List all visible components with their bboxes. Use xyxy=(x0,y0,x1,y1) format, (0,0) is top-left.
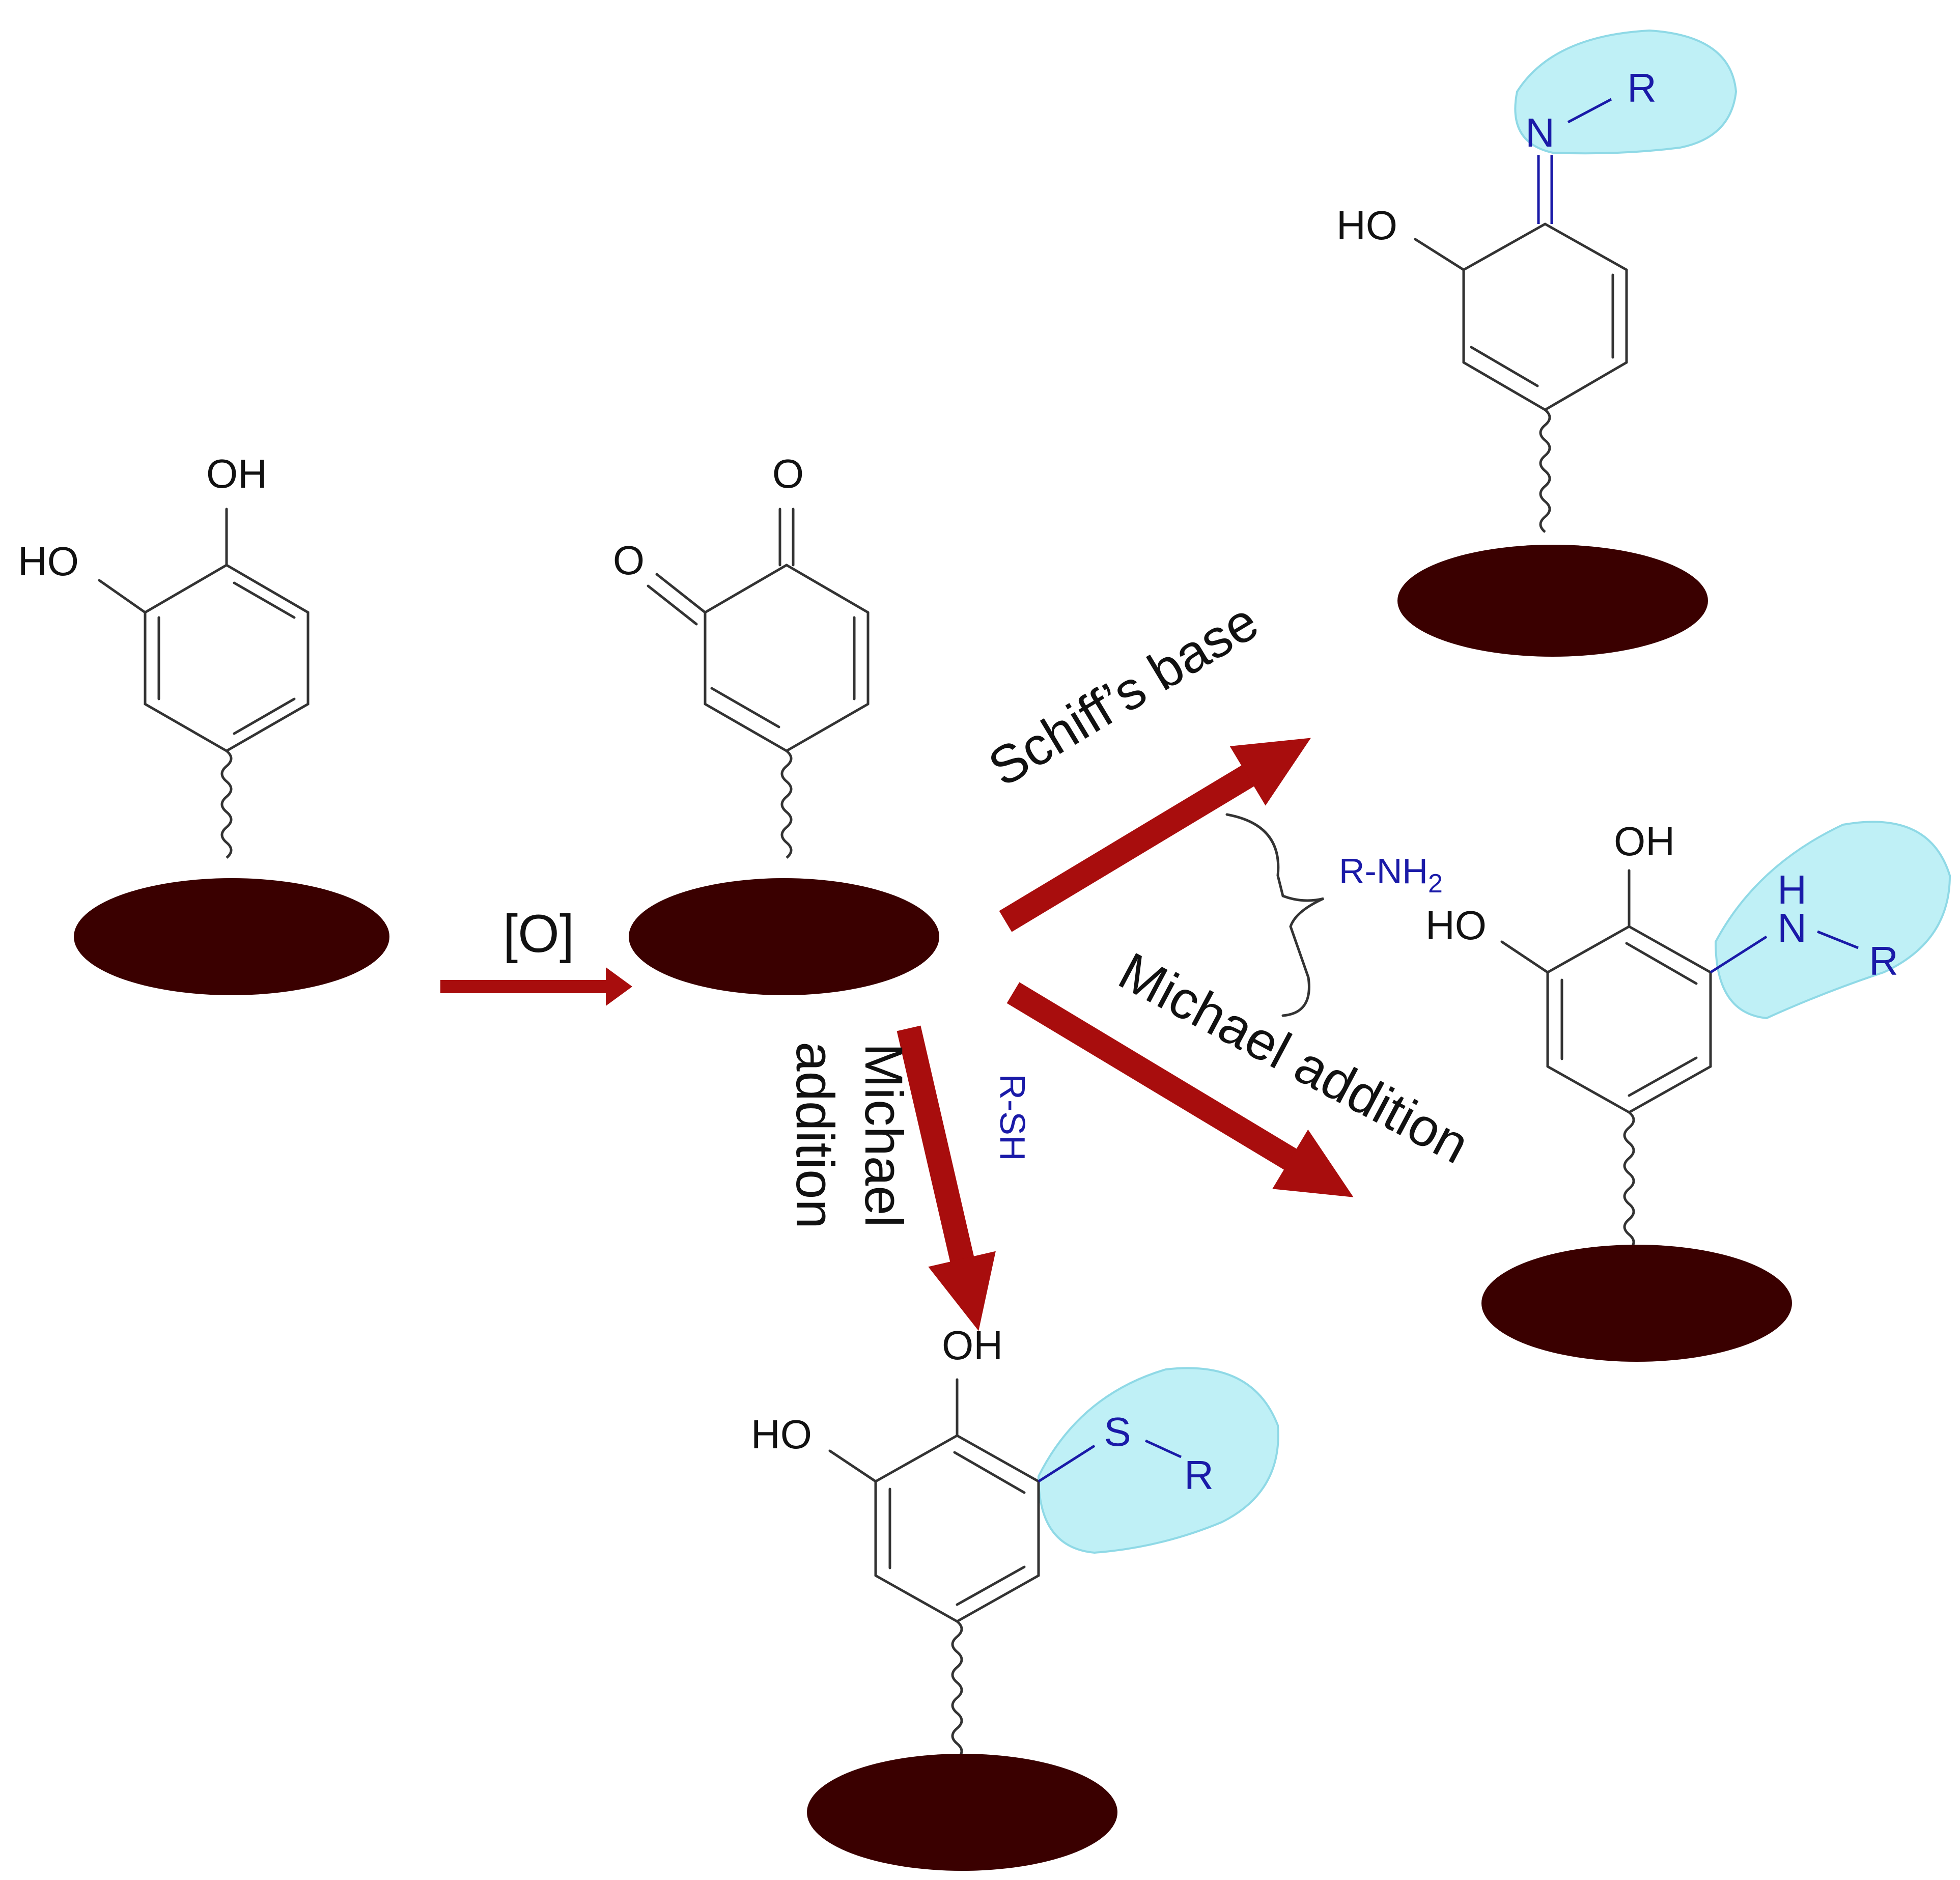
sulfur-label: S xyxy=(1104,1409,1131,1454)
michael-addition-label: Michael addition xyxy=(1109,941,1478,1175)
quinone-structure: O O xyxy=(613,451,939,995)
thiol-michael-product: OH HO S R xyxy=(751,1323,1279,1871)
hydroxyl-label: HO xyxy=(751,1412,812,1457)
hydroxyl-label: HO xyxy=(1336,203,1397,248)
hydroxyl-label: HO xyxy=(1425,903,1487,948)
amine-reagent-label: R-NH2 xyxy=(1339,851,1443,899)
addition-word-label: addition xyxy=(785,1042,845,1229)
particle xyxy=(1481,1245,1792,1362)
oxidation-label: [O] xyxy=(503,904,574,964)
catechol-structure: OH HO xyxy=(18,451,389,995)
r-group-label: R xyxy=(1184,1452,1214,1498)
oxygen-label: O xyxy=(613,538,645,583)
hydroxyl-label: OH xyxy=(942,1323,1003,1368)
hydroxyl-label: OH xyxy=(1614,819,1675,864)
hydrogen-label: H xyxy=(1777,867,1807,912)
michael-addition-thiol-arrow: Michael addition R-SH xyxy=(785,1025,1032,1331)
schiff-base-product: HO N R xyxy=(1336,29,1738,657)
particle xyxy=(807,1754,1117,1871)
r-group-label: R xyxy=(1869,938,1898,984)
schiff-base-arrow: Schiff’s base xyxy=(978,592,1311,932)
amine-subscript: 2 xyxy=(1428,869,1443,899)
michael-word-label: Michael xyxy=(854,1043,913,1227)
amine-reagent: R-NH2 xyxy=(1225,813,1443,1017)
r-group-label: R xyxy=(1627,65,1657,110)
schiff-base-label: Schiff’s base xyxy=(978,592,1268,798)
hydroxyl-label: OH xyxy=(206,451,267,496)
oxidation-arrow: [O] xyxy=(440,904,632,1006)
particle xyxy=(74,878,389,995)
amine-formula: R-NH xyxy=(1339,851,1428,891)
amine-michael-product: OH HO H N R xyxy=(1425,819,1951,1362)
oxygen-label: O xyxy=(772,451,804,496)
particle xyxy=(1397,545,1708,657)
nitrogen-label: N xyxy=(1525,110,1555,155)
michael-addition-amine-arrow: Michael addition xyxy=(1006,941,1478,1197)
nitrogen-label: N xyxy=(1777,905,1807,950)
hydroxyl-label: HO xyxy=(18,539,79,584)
thiol-reagent-label: R-SH xyxy=(993,1074,1032,1161)
particle xyxy=(629,878,939,995)
